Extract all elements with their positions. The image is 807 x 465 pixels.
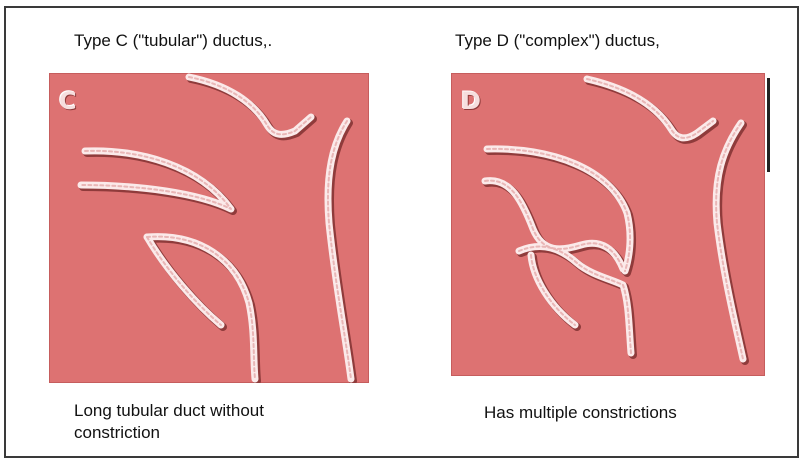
panel-edge-line <box>767 78 770 172</box>
vessel-drawing-c <box>49 73 369 383</box>
angiogram-panel-d: D <box>451 73 765 376</box>
panel-label-c: C <box>59 87 77 115</box>
angiogram-panel-c: C <box>49 73 369 383</box>
caption-type-c: Type C ("tubular") ductus,. <box>74 30 272 52</box>
caption-d-description: Has multiple constrictions <box>484 402 677 424</box>
caption-c-description-line2: constriction <box>74 422 160 444</box>
caption-c-description-line1: Long tubular duct without <box>74 400 264 422</box>
panel-label-d: D <box>461 87 481 115</box>
caption-type-d: Type D ("complex") ductus, <box>455 30 660 52</box>
vessel-drawing-d <box>451 73 765 376</box>
